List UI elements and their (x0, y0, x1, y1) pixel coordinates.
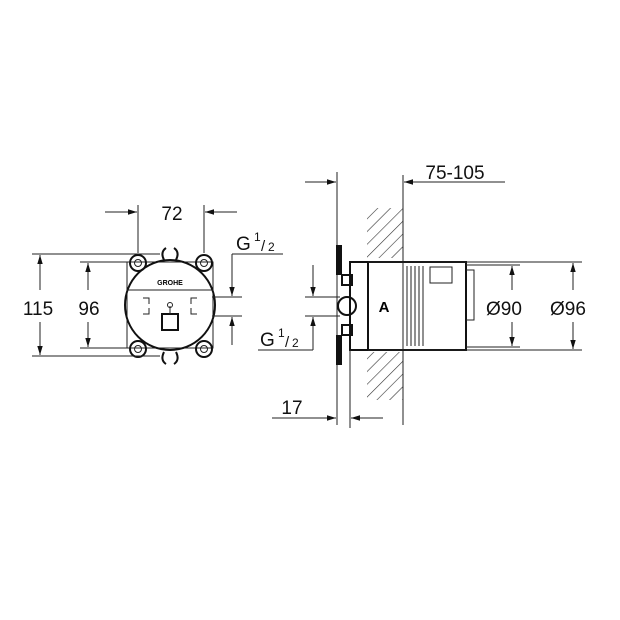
side-view: 75-105 A Ø90 Ø96 G 1 / 2 17 (258, 163, 586, 428)
svg-text:2: 2 (292, 336, 299, 350)
dimension-depth-75-105: 75-105 (425, 163, 484, 184)
dimension-height-96: 96 (78, 299, 99, 320)
svg-text:G: G (260, 330, 275, 351)
valve-body (336, 245, 475, 365)
svg-text:2: 2 (268, 240, 275, 254)
dimension-diameter-96: Ø96 (550, 299, 586, 320)
grohe-logo: GROHE (157, 280, 183, 287)
front-view: GROHE 72 115 96 G 1 / 2 (23, 204, 283, 365)
dimension-offset-17: 17 (281, 398, 302, 419)
mounting-plate (124, 259, 216, 351)
dimension-diameter-90: Ø90 (486, 299, 522, 320)
svg-text:1: 1 (278, 326, 285, 340)
svg-text:1: 1 (254, 230, 261, 244)
mounting-boss (129, 254, 213, 358)
svg-text:G: G (236, 234, 251, 255)
wall-section (367, 175, 404, 425)
clip (161, 247, 179, 365)
thread-label-top: G 1 / 2 (236, 230, 275, 255)
svg-text:/: / (285, 334, 290, 351)
svg-text:/: / (261, 238, 266, 255)
thread-label-bottom: G 1 / 2 (260, 326, 299, 351)
dimension-width-72: 72 (161, 204, 182, 225)
body-marker-a: A (379, 299, 390, 316)
dimension-height-115: 115 (23, 299, 53, 320)
